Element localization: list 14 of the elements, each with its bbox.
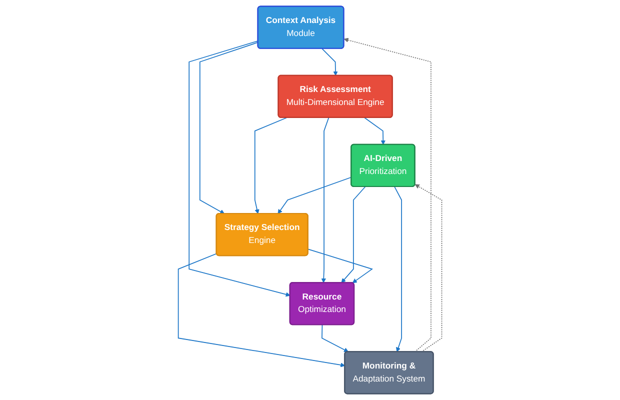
- arrow: [178, 253, 346, 368]
- arrow: [341, 186, 366, 284]
- arrow: [322, 48, 338, 76]
- arrow: [254, 117, 287, 214]
- arrow: [344, 38, 432, 352]
- arrow: [199, 42, 258, 214]
- arrow: [308, 248, 373, 284]
- arrow: [321, 324, 349, 352]
- arrow: [394, 186, 402, 352]
- arrow: [321, 117, 330, 284]
- arrow: [188, 40, 290, 297]
- arrow: [364, 117, 386, 145]
- arrow: [414, 184, 442, 352]
- arrow: [278, 176, 352, 214]
